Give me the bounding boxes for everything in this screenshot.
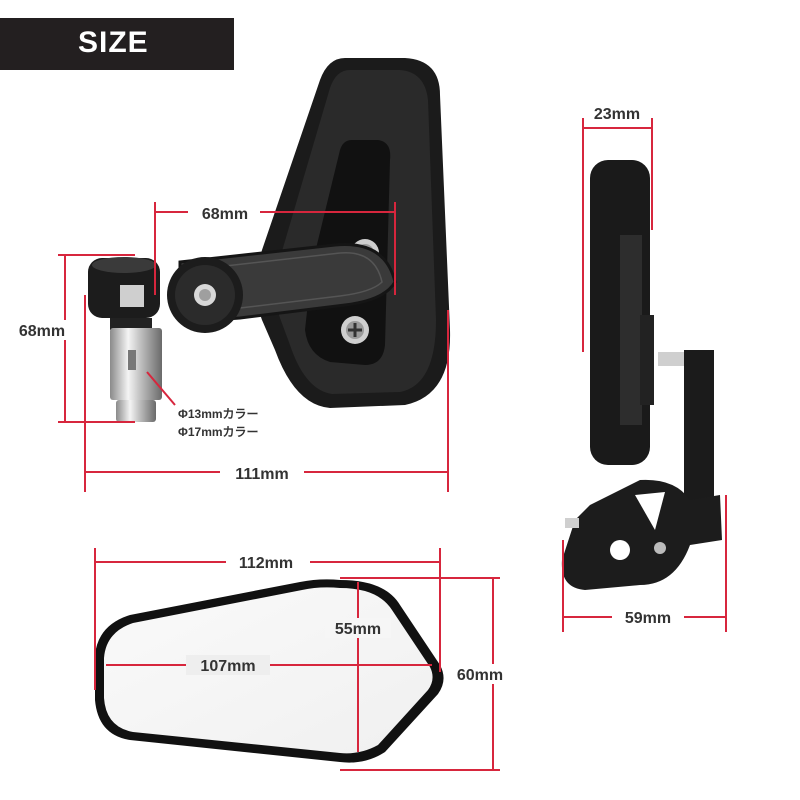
arm-width-label: 68mm bbox=[202, 206, 248, 223]
screw-icon bbox=[341, 316, 369, 344]
side-view-mirror bbox=[561, 160, 722, 590]
total-width-label: 111mm bbox=[235, 466, 288, 483]
glass-width-label: 112mm bbox=[239, 555, 293, 572]
side-depth-label: 23mm bbox=[594, 106, 640, 123]
size-badge: SIZE bbox=[0, 18, 234, 70]
collar-17-note: Φ17mmカラー bbox=[178, 425, 259, 439]
front-view-mirror bbox=[88, 58, 451, 422]
glass-inner-height-label: 55mm bbox=[335, 621, 381, 638]
front-dimension-lines bbox=[58, 202, 449, 492]
clamp-height-label: 68mm bbox=[19, 323, 65, 340]
glass-height-label: 60mm bbox=[457, 667, 503, 684]
size-title: SIZE bbox=[78, 26, 149, 59]
side-base-label: 59mm bbox=[625, 610, 671, 627]
glass-inner-width-label: 107mm bbox=[200, 658, 255, 675]
collar-13-note: Φ13mmカラー bbox=[178, 407, 259, 421]
